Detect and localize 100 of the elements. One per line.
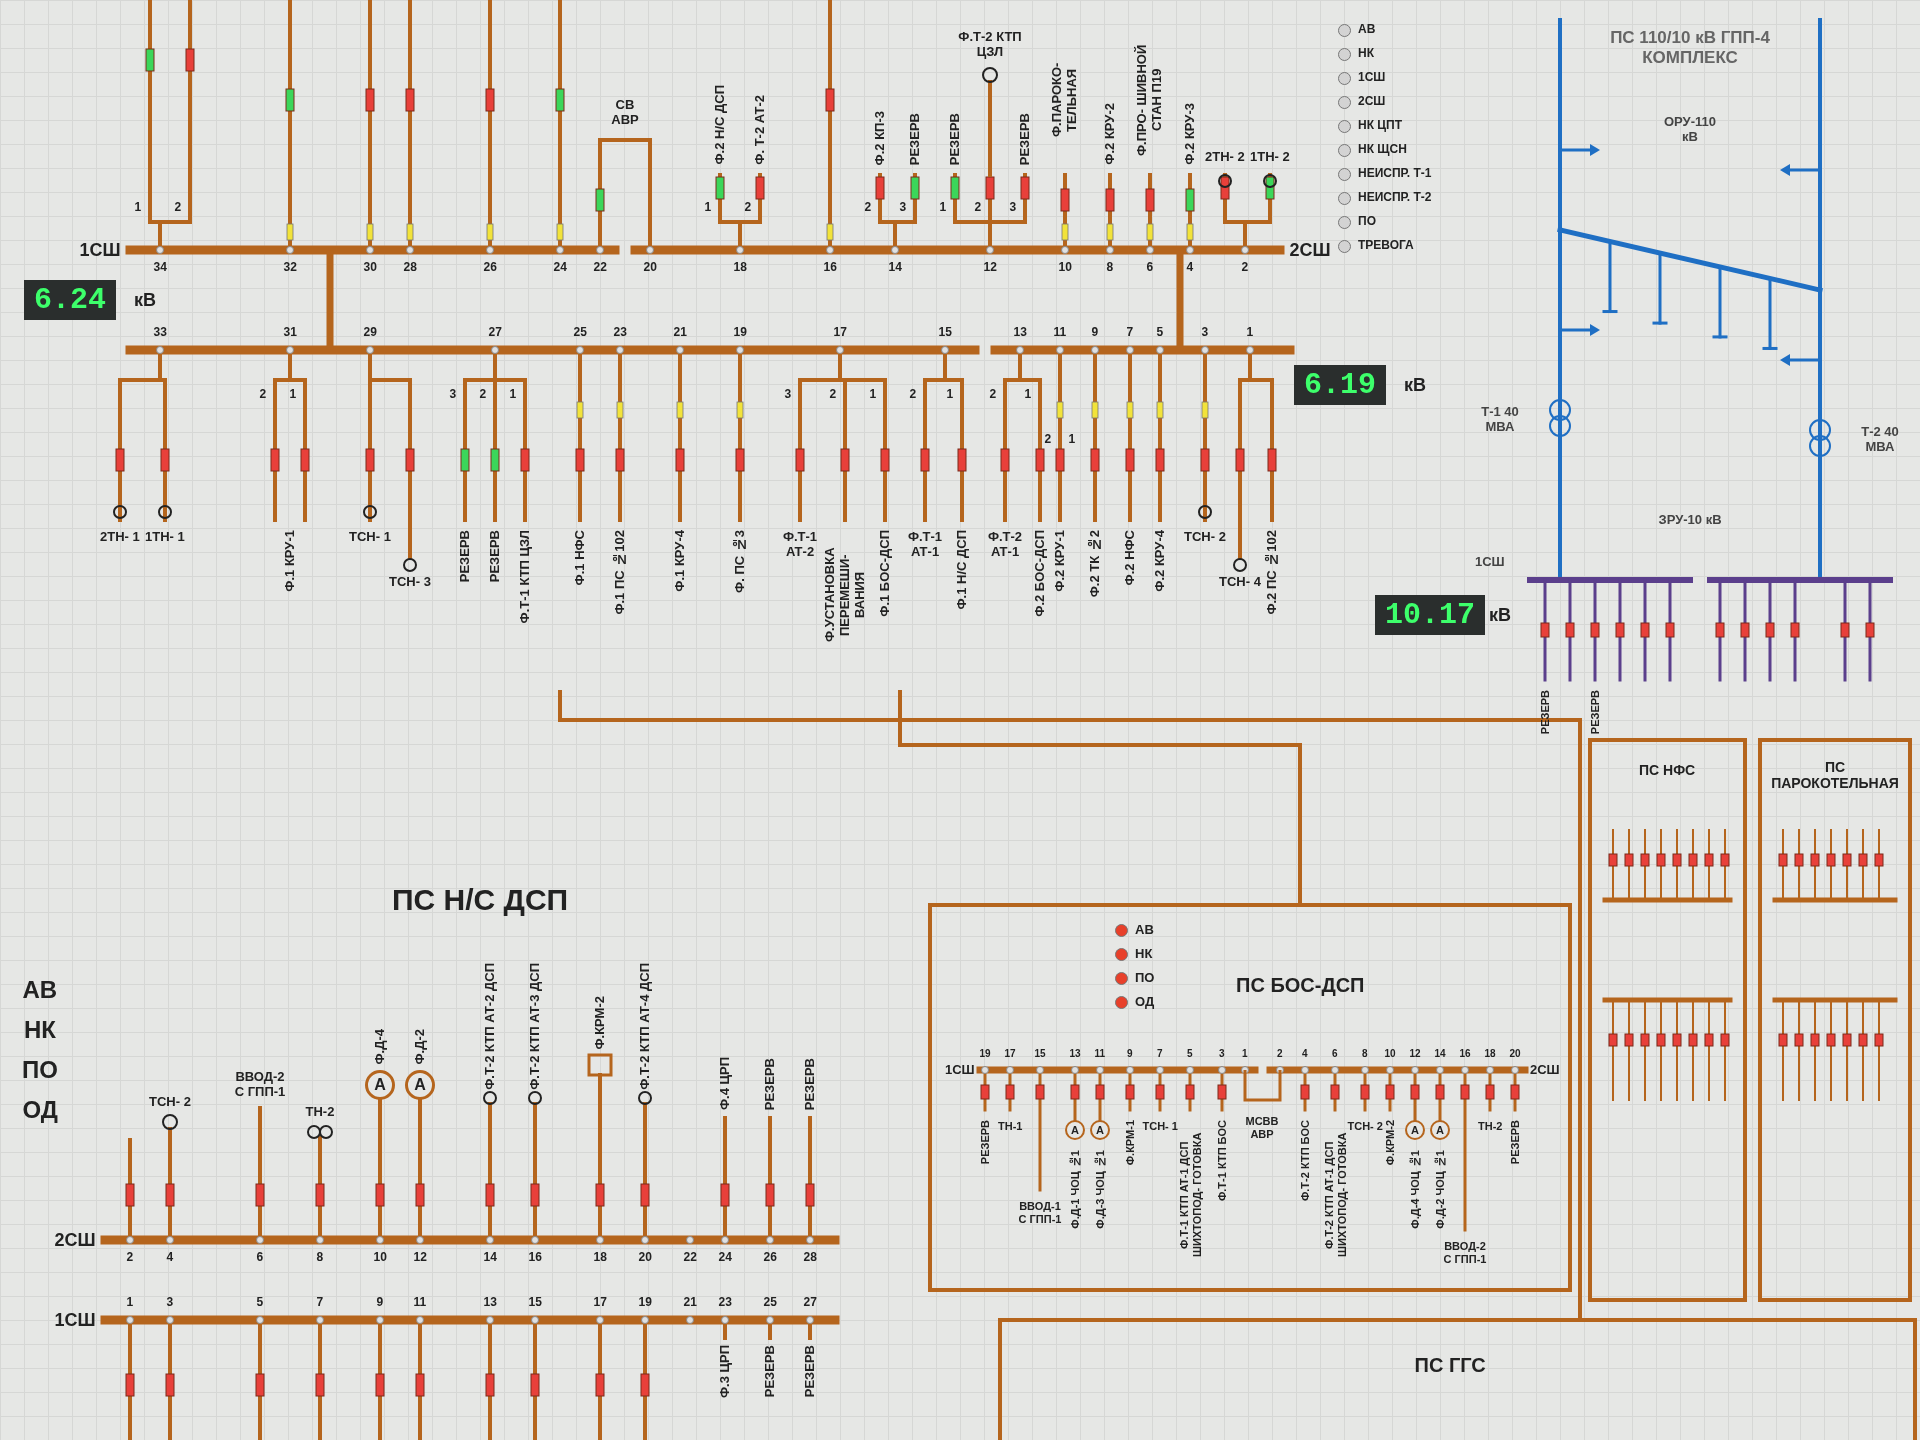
- feeder-label: Ф.Т-1 КТП ЦЗЛ: [517, 530, 533, 624]
- feeder-label: Ф.2 БОС-ДСП: [1032, 530, 1048, 617]
- branch-number: 3: [784, 388, 792, 402]
- device-label: ТСН- 2: [1347, 1120, 1383, 1133]
- device-label: МСВВ АВР: [1244, 1115, 1280, 1141]
- cell-number: 1: [1246, 326, 1254, 340]
- cell-number: 7: [1126, 326, 1134, 340]
- indicator-label: ОД: [1135, 994, 1155, 1010]
- cell-number: 32: [283, 261, 297, 275]
- device-label: ВВОД-1 С ГПП-1: [1017, 1200, 1063, 1226]
- feeder-label: Ф.ПРО- ШИВНОЙ СТАН П19: [1135, 43, 1165, 158]
- unit-label: кВ: [1489, 604, 1511, 626]
- feeder-label: Ф.3 ЦРП: [717, 1345, 733, 1399]
- cell-number: 12: [983, 261, 997, 275]
- device-label: 2ТН- 2: [1205, 150, 1245, 165]
- cell-number: 27: [488, 326, 502, 340]
- cell-number: 20: [638, 1251, 652, 1265]
- feeder-label: Ф.Т-2 КТП АТ-2 ДСП: [482, 963, 498, 1090]
- cell-number: 23: [718, 1296, 732, 1310]
- indicator-label: ПО: [1135, 970, 1155, 986]
- feeder-label: Ф.1 Н/С ДСП: [954, 530, 970, 610]
- branch-number: 1: [946, 388, 954, 402]
- cell-number: 16: [528, 1251, 542, 1265]
- busbar-label: 1СШ: [54, 1309, 96, 1331]
- status-label: ПО: [22, 1056, 58, 1084]
- feeder-label: РЕЗЕРВ: [947, 113, 963, 166]
- feeder-label: РЕЗЕРВ: [762, 1058, 778, 1111]
- feeder-label: Ф.1 КРУ-4: [672, 530, 688, 592]
- cell-number: 15: [1034, 1048, 1046, 1060]
- branch-number: 1: [869, 388, 877, 402]
- ammeter-symbol: А: [1090, 1120, 1110, 1140]
- feeder-label: Ф.2 ПС №102: [1264, 530, 1280, 615]
- feeder-label: Ф.Д-2 ЧОЦ №1: [1433, 1150, 1447, 1229]
- substation-title: ПС ПАРОКОТЕЛЬНАЯ: [1770, 759, 1900, 792]
- branch-number: 3: [1009, 201, 1017, 215]
- cell-number: 8: [1362, 1048, 1368, 1060]
- busbar-label: 2СШ: [1289, 239, 1331, 261]
- indicator-label: 1СШ: [1358, 71, 1386, 85]
- branch-number: 1: [939, 201, 947, 215]
- cell-number: 11: [1053, 326, 1067, 340]
- busbar-label: 2СШ: [1530, 1062, 1560, 1078]
- indicator-label: НК ЩСН: [1358, 143, 1407, 157]
- indicator-label: НК: [1358, 47, 1374, 61]
- feeder-label: Ф.Т-2 КТП АТ-3 ДСП: [527, 963, 543, 1090]
- feeder-label: РЕЗЕРВ: [802, 1058, 818, 1111]
- feeder-label: Ф.2 КРУ-4: [1152, 530, 1168, 592]
- cell-number: 19: [979, 1048, 991, 1060]
- cell-number: 4: [1186, 261, 1194, 275]
- cell-number: 20: [643, 261, 657, 275]
- feeder-label: РЕЗЕРВ: [1538, 690, 1552, 735]
- feeder-label: Ф. Т-2 АТ-2: [752, 95, 768, 165]
- cell-number: 5: [256, 1296, 264, 1310]
- ammeter-symbol: А: [405, 1070, 435, 1100]
- cell-number: 25: [763, 1296, 777, 1310]
- indicator-label: ТРЕВОГА: [1358, 239, 1414, 253]
- section-label: ЗРУ-10 кВ: [1658, 512, 1722, 528]
- branch-number: 2: [909, 388, 917, 402]
- cell-number: 11: [1094, 1048, 1106, 1060]
- branch-number: 1: [134, 201, 142, 215]
- device-label: ТСН- 1: [1142, 1120, 1178, 1133]
- branch-number: 1: [1068, 433, 1076, 447]
- branch-number: 2: [479, 388, 487, 402]
- substation-title: ПС БОС-ДСП: [1236, 973, 1365, 997]
- feeder-label: Ф.2 ТК №2: [1087, 530, 1103, 598]
- branch-number: 2: [259, 388, 267, 402]
- feeder-label: Ф. ПС №3: [732, 530, 748, 593]
- cell-number: 18: [593, 1251, 607, 1265]
- cell-number: 10: [1384, 1048, 1396, 1060]
- cell-number: 2: [126, 1251, 134, 1265]
- feeder-label: Ф.Т-1 КТП АТ-1 ДСП ШИХТОПОД- ГОТОВКА: [1177, 1131, 1203, 1260]
- cell-number: 18: [733, 261, 747, 275]
- cell-number: 17: [1004, 1048, 1016, 1060]
- cell-number: 31: [283, 326, 297, 340]
- cell-number: 10: [373, 1251, 387, 1265]
- branch-number: 2: [744, 201, 752, 215]
- substation-title: ПС ГГС: [1414, 1353, 1486, 1377]
- feeder-label: Ф.2 НФС: [1122, 530, 1138, 586]
- cell-number: 14: [888, 261, 902, 275]
- branch-number: 2: [174, 201, 182, 215]
- cell-number: 4: [166, 1251, 174, 1265]
- cell-number: 15: [528, 1296, 542, 1310]
- feeder-label: Ф.КРМ-2: [1383, 1120, 1397, 1166]
- cell-number: 14: [483, 1251, 497, 1265]
- cell-number: 13: [1069, 1048, 1081, 1060]
- indicator-label: АВ: [1358, 23, 1376, 37]
- busbar-label: 1СШ: [945, 1062, 975, 1078]
- cell-number: 34: [153, 261, 167, 275]
- cell-number: 17: [593, 1296, 607, 1310]
- cell-number: 28: [803, 1251, 817, 1265]
- cell-number: 26: [763, 1251, 777, 1265]
- cell-number: 17: [833, 326, 847, 340]
- cell-number: 2: [1241, 261, 1249, 275]
- cell-number: 19: [638, 1296, 652, 1310]
- device-label: ТСН- 1: [349, 530, 391, 545]
- branch-number: 3: [899, 201, 907, 215]
- cell-number: 3: [1201, 326, 1209, 340]
- branch-number: 2: [974, 201, 982, 215]
- cell-number: 26: [483, 261, 497, 275]
- cell-number: 5: [1187, 1048, 1193, 1060]
- device-label: ТСН- 4: [1219, 575, 1261, 590]
